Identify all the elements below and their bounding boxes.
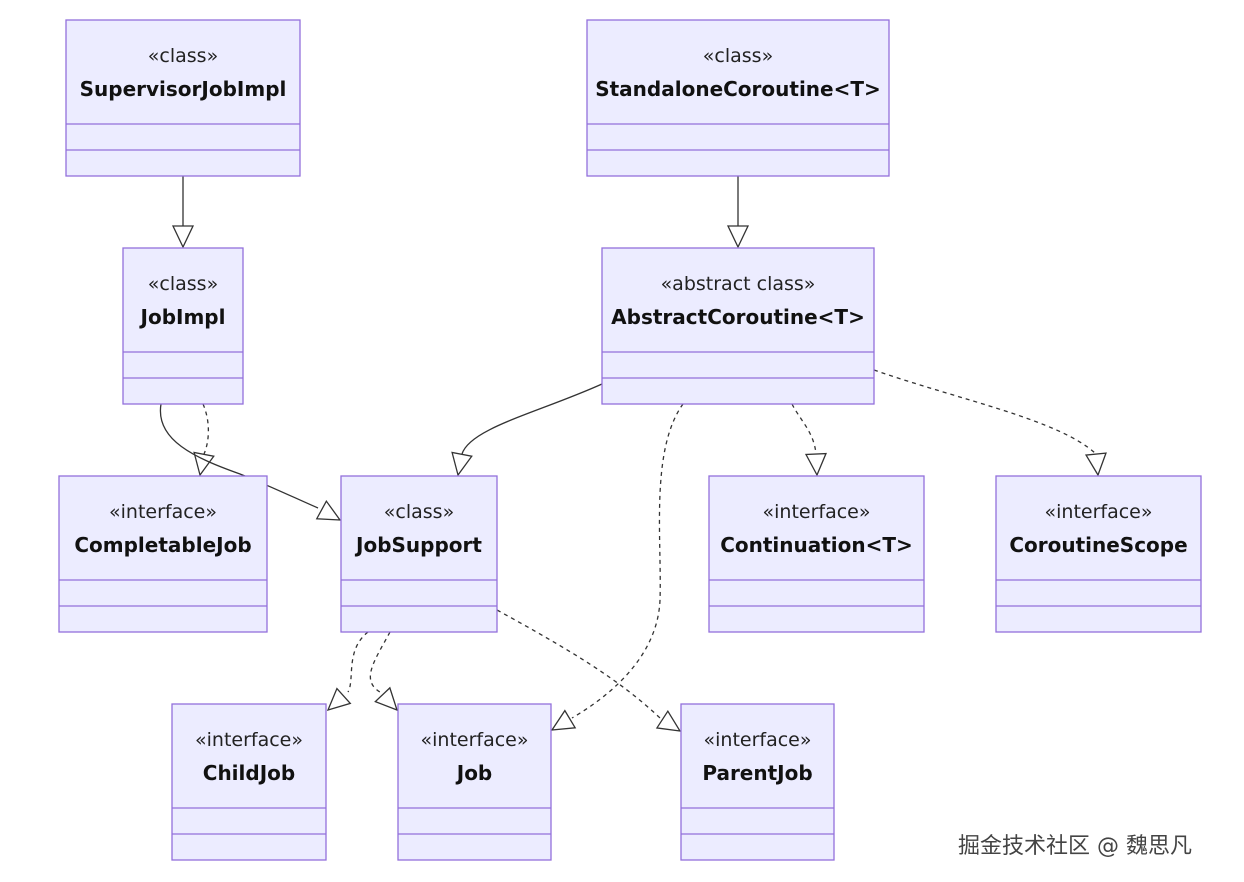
class-node-job-support: «class» JobSupport — [340, 475, 498, 633]
class-node-coroutine-scope: «interface» CoroutineScope — [995, 475, 1202, 633]
relation-job-support-to-job — [369, 631, 399, 712]
relation-line — [461, 383, 603, 455]
class-node-job-impl: «class» JobImpl — [122, 247, 244, 405]
relation-abstract-coroutine-to-job — [550, 403, 684, 731]
relation-abstract-coroutine-to-coroutine-scope — [873, 369, 1107, 477]
hollow-triangle-arrowhead — [550, 709, 577, 731]
class-name: Job — [455, 761, 493, 785]
hollow-triangle-arrowhead — [326, 687, 352, 712]
relation-abstract-coroutine-to-continuation — [791, 403, 827, 477]
class-name: ParentJob — [702, 761, 812, 785]
class-node-continuation: «interface» Continuation<T> — [708, 475, 925, 633]
hollow-triangle-arrowhead — [374, 686, 399, 712]
class-stereotype: «class» — [148, 45, 218, 67]
watermark-text: 掘金技术社区 @ 魏思凡 — [958, 834, 1192, 859]
relation-line — [369, 631, 391, 693]
relation-line — [202, 403, 210, 455]
relation-job-support-to-parent-job — [496, 609, 682, 732]
relation-job-impl-to-completable-job — [193, 403, 215, 477]
class-nodes: «class» SupervisorJobImpl «class» Standalon… — [58, 19, 1202, 861]
class-stereotype: «interface» — [1045, 501, 1153, 523]
class-node-standalone-coroutine: «class» StandaloneCoroutine<T> — [586, 19, 890, 177]
class-stereotype: «class» — [384, 501, 454, 523]
relation-line — [496, 609, 661, 719]
class-node-completable-job: «interface» CompletableJob — [58, 475, 268, 633]
hollow-triangle-arrowhead — [315, 499, 342, 521]
class-stereotype: «interface» — [704, 729, 812, 751]
class-stereotype: «interface» — [109, 501, 217, 523]
class-node-job: «interface» Job — [397, 703, 552, 861]
relation-line — [159, 403, 319, 509]
relation-abstract-coroutine-to-job-support — [451, 383, 603, 477]
class-name: JobSupport — [354, 533, 482, 557]
relation-line — [873, 369, 1097, 455]
relation-line — [347, 631, 369, 693]
class-node-parent-job: «interface» ParentJob — [680, 703, 835, 861]
class-stereotype: «class» — [148, 273, 218, 295]
hollow-triangle-arrowhead — [726, 225, 750, 249]
class-name: CompletableJob — [74, 533, 251, 557]
class-stereotype: «abstract class» — [661, 273, 816, 295]
class-name: SupervisorJobImpl — [80, 77, 287, 101]
class-stereotype: «interface» — [763, 501, 871, 523]
class-node-supervisor-job-impl: «class» SupervisorJobImpl — [65, 19, 301, 177]
relation-supervisor-job-impl-to-job-impl — [171, 176, 195, 249]
hollow-triangle-arrowhead — [451, 451, 473, 477]
hollow-triangle-arrowhead — [1084, 452, 1107, 477]
relation-edges — [159, 176, 1107, 732]
class-name: AbstractCoroutine<T> — [611, 305, 865, 329]
relation-job-impl-to-job-support — [159, 403, 342, 521]
class-stereotype: «interface» — [421, 729, 529, 751]
hollow-triangle-arrowhead — [171, 225, 195, 249]
class-stereotype: «class» — [703, 45, 773, 67]
class-name: ChildJob — [203, 761, 295, 785]
relation-standalone-coroutine-to-abstract-coroutine — [726, 176, 750, 249]
hollow-triangle-arrowhead — [193, 451, 215, 477]
class-node-child-job: «interface» ChildJob — [171, 703, 327, 861]
relation-line — [791, 403, 817, 455]
class-name: JobImpl — [139, 305, 226, 329]
hollow-triangle-arrowhead — [804, 452, 827, 477]
relation-job-support-to-child-job — [326, 631, 369, 712]
relation-line — [571, 403, 684, 719]
hollow-triangle-arrowhead — [655, 709, 682, 732]
class-name: Continuation<T> — [720, 533, 913, 557]
class-name: CoroutineScope — [1009, 533, 1187, 557]
class-stereotype: «interface» — [195, 729, 303, 751]
class-node-abstract-coroutine: «abstract class» AbstractCoroutine<T> — [601, 247, 875, 405]
class-name: StandaloneCoroutine<T> — [595, 77, 881, 101]
